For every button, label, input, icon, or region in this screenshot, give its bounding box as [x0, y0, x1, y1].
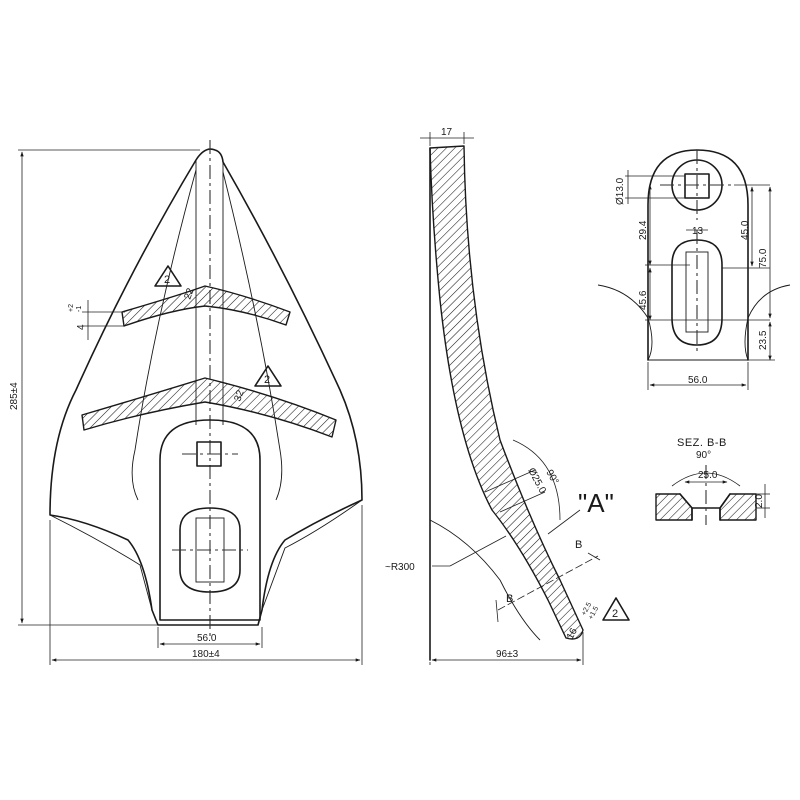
upper-strip-label: 22 [182, 286, 196, 301]
section-right-block [719, 493, 757, 521]
upper-wear-strip [121, 285, 291, 327]
tip-thickness-label: 16 [565, 626, 580, 641]
side-view: 17 ~R300 90° Ø25.0 "A" B B 16 +2.5 +1.5 … [385, 127, 630, 665]
section-title: SEZ. B-B [677, 437, 727, 449]
section-angle-label: 90° [696, 450, 711, 461]
side-rev-label: 2 [612, 608, 618, 620]
detail-width-label: 56.0 [688, 375, 708, 386]
radius-label: ~R300 [385, 562, 415, 573]
detail-45-0-label: 45.0 [740, 220, 751, 240]
rev-upper-label: 2 [164, 274, 170, 286]
view-a-label: "A" [578, 488, 614, 518]
lower-strip-label: 32 [232, 388, 246, 403]
detail-29-4-label: 29.4 [638, 220, 649, 240]
front-slot [179, 507, 241, 593]
side-angle-label: 90° [543, 468, 560, 487]
section-b-upper: B [575, 539, 582, 551]
detail-view-a: Ø13.0 29.4 45.6 13 45.0 75.0 23.5 56.0 [597, 149, 791, 390]
lower-wear-strip [81, 377, 337, 438]
thickness-tol-upper: +2 [68, 304, 75, 312]
rev-triangle-lower: 2 [254, 365, 282, 387]
side-profile [429, 145, 584, 640]
thickness-label: 4 [76, 324, 87, 330]
detail-outline [647, 149, 749, 361]
front-outline [49, 148, 363, 626]
section-left-block [655, 493, 693, 521]
section-b-lower: B [506, 593, 513, 605]
thickness-tol-lower: -1 [76, 306, 83, 312]
detail-75-0-label: 75.0 [758, 248, 769, 268]
section-depth-label: 2.0 [754, 494, 765, 508]
side-depth-label: 96±3 [496, 649, 519, 660]
detail-slot-width-label: 13 [692, 226, 704, 237]
mounting-plate [159, 419, 261, 621]
detail-hole-dia-label: Ø13.0 [615, 177, 626, 205]
detail-45-6-label: 45.6 [638, 290, 649, 310]
section-width-label: 25.0 [698, 470, 718, 481]
detail-23-5-label: 23.5 [758, 330, 769, 350]
overall-height-label: 285±4 [9, 382, 20, 410]
side-top-width-label: 17 [441, 127, 453, 138]
side-rev-triangle: 2 [602, 597, 630, 621]
bottom-width-label: 56.0 [197, 633, 217, 644]
front-view: 2 2 22 32 4 +2 -1 285±4 56.0 180±4 [9, 140, 363, 665]
rev-lower-label: 2 [264, 374, 270, 386]
detail-slot [671, 239, 723, 346]
rev-triangle-upper: 2 [154, 265, 182, 287]
overall-width-label: 180±4 [192, 649, 220, 660]
section-b-b: SEZ. B-B 90° 25.0 2.0 [655, 437, 770, 525]
side-hole-dia-label: Ø25.0 [525, 466, 548, 496]
